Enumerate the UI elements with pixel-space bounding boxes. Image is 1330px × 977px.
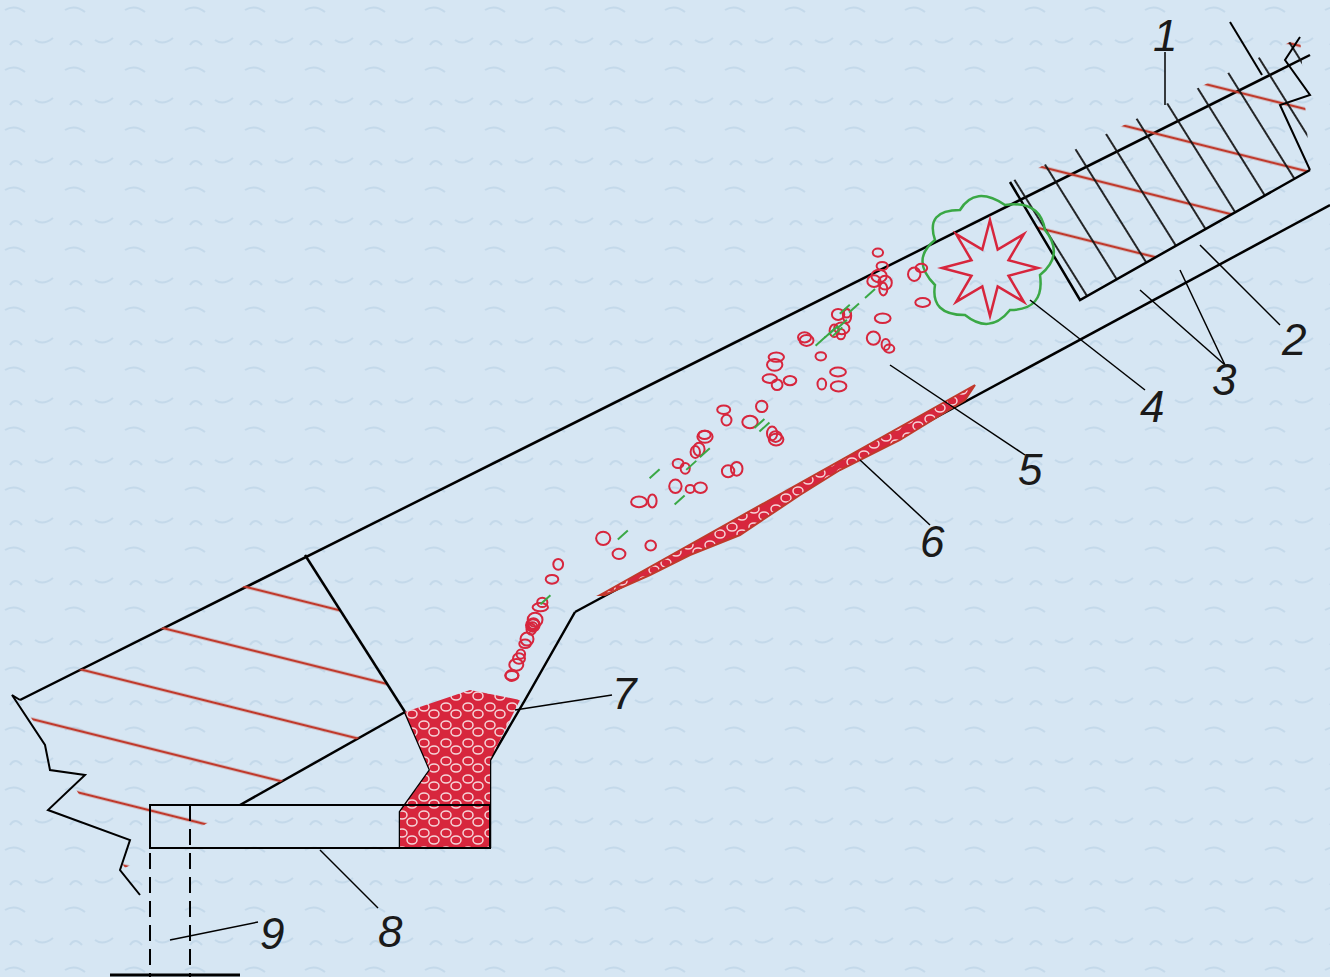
rock-fragment	[631, 497, 647, 508]
rock-fragment	[831, 381, 847, 391]
rock-fragment	[818, 379, 827, 390]
rock-fragment	[908, 268, 920, 281]
rock-fragment	[505, 671, 518, 680]
rock-fragment	[882, 339, 890, 350]
rock-fragment	[763, 374, 777, 383]
dust-streak	[618, 531, 628, 540]
rock-fragment	[756, 401, 767, 412]
callout-number: 6	[920, 520, 944, 564]
dust-streak	[686, 461, 696, 470]
dust-streak	[759, 423, 769, 432]
rock-fragment	[506, 670, 519, 681]
dust-streak	[849, 304, 859, 313]
rock-fragment	[533, 603, 548, 611]
rock-fragment	[613, 549, 626, 559]
rock-fragment	[509, 659, 523, 671]
dust-streak	[700, 448, 710, 457]
callout-number: 5	[1018, 448, 1042, 492]
rock-fragment	[722, 465, 734, 477]
rock-fragment	[875, 314, 891, 324]
rock-fragment	[546, 575, 559, 584]
dust-streak	[832, 327, 842, 336]
rock-fragment	[717, 405, 730, 414]
rock-fragment	[528, 613, 543, 627]
callout-number: 7	[612, 672, 636, 716]
rock-fragment	[915, 298, 930, 307]
rock-fragment	[769, 434, 784, 446]
dust-streak	[650, 469, 660, 478]
dust-streak	[840, 305, 850, 314]
rock-fragment	[553, 559, 563, 570]
rock-fragment	[731, 462, 743, 476]
rock-fragment	[767, 359, 782, 371]
callout-number: 1	[1153, 14, 1177, 58]
rock-fragment	[867, 332, 880, 345]
rock-fragment	[694, 483, 707, 493]
rock-fragment	[645, 541, 656, 551]
callout-number: 8	[378, 910, 402, 954]
rock-fragment	[517, 650, 526, 659]
rock-fragment	[686, 485, 695, 493]
callout-number: 4	[1140, 385, 1164, 429]
rock-fragment	[873, 249, 883, 257]
callout-number: 2	[1282, 318, 1306, 362]
rock-fragment	[697, 431, 712, 443]
rock-fragment	[830, 368, 846, 377]
dust-streak	[816, 337, 826, 346]
dust-streak	[865, 289, 875, 298]
rock-fragment	[772, 379, 783, 390]
rock-fragment	[722, 415, 732, 426]
dust-streak	[675, 496, 685, 505]
rock-fragment	[648, 494, 657, 507]
callout-number: 3	[1212, 358, 1236, 402]
rock-fragment	[784, 376, 797, 385]
rock-fragment	[816, 352, 827, 360]
rock-fragment	[878, 276, 891, 290]
rock-fragment	[798, 332, 811, 342]
dust-streak	[540, 595, 550, 604]
rock-fragment	[519, 640, 531, 649]
dust-streak	[754, 419, 764, 428]
rock-fragment	[596, 532, 610, 545]
rock-fragment	[669, 480, 681, 493]
callout-number: 9	[260, 912, 284, 956]
